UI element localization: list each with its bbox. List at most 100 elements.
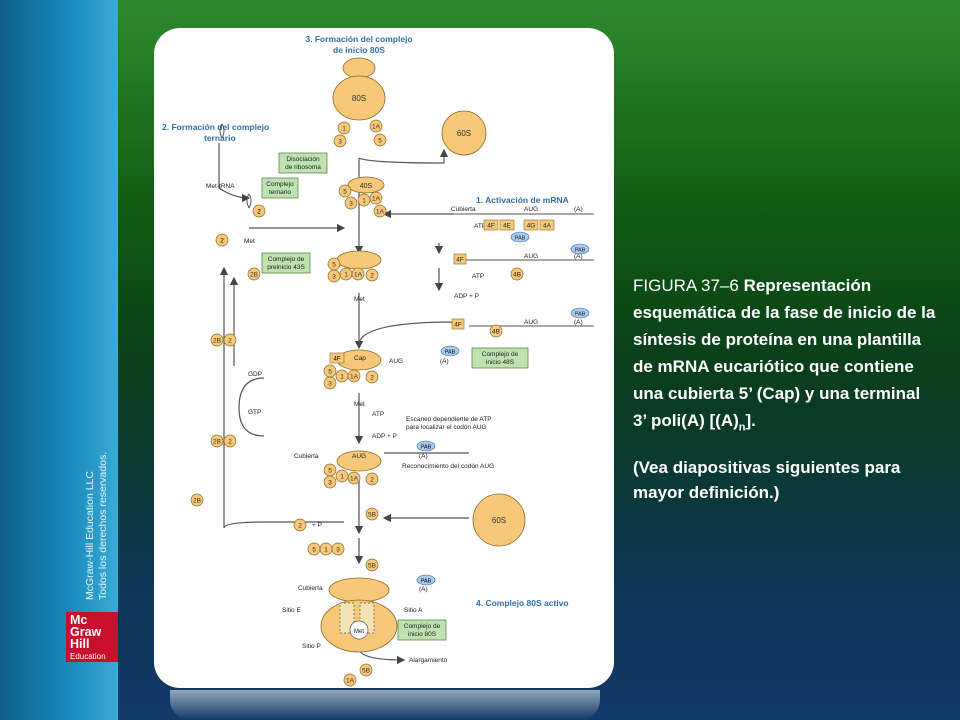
caption-label: FIGURA 37–6 [633, 276, 739, 295]
svg-text:Cubierta: Cubierta [451, 206, 476, 213]
step2-title-2: ternario [204, 133, 236, 143]
sitio-p: Sitio P [302, 643, 321, 650]
svg-text:Met: Met [354, 629, 364, 635]
svg-text:1A: 1A [346, 678, 355, 685]
svg-text:ATP: ATP [472, 273, 484, 280]
svg-text:1: 1 [340, 474, 344, 481]
copyright-line-2: Todos los derechos reservados. [97, 451, 109, 600]
svg-text:1A: 1A [350, 374, 359, 381]
step3-title-2: de inicio 80S [333, 45, 385, 55]
logo-line-4: Education [70, 652, 106, 661]
svg-text:inicio 80S: inicio 80S [408, 631, 437, 638]
svg-text:1: 1 [362, 198, 366, 205]
step3-title-1: 3. Formación del complejo [305, 34, 412, 44]
svg-text:PAB: PAB [515, 236, 526, 242]
caption-main: FIGURA 37–6 Representación esquemática d… [633, 272, 938, 441]
box-disociacion-2: de ribosoma [285, 164, 321, 171]
svg-text:PAB: PAB [421, 445, 432, 451]
caption-title-sub: n [738, 421, 746, 434]
svg-text:1: 1 [344, 272, 348, 279]
svg-text:5: 5 [332, 262, 336, 269]
svg-text:3: 3 [336, 547, 340, 554]
svg-text:4B: 4B [492, 329, 500, 336]
svg-text:Met: Met [354, 401, 365, 408]
copyright-text: McGraw-Hill Education LLC Todos los dere… [84, 452, 110, 600]
svg-text:5: 5 [328, 468, 332, 475]
svg-text:Complejo de: Complejo de [482, 351, 519, 358]
ribosome-60s-2: 60S [472, 493, 526, 547]
alargamiento: Alargamiento [409, 657, 448, 664]
svg-text:PAB: PAB [575, 312, 586, 318]
svg-text:preinicio 43S: preinicio 43S [267, 264, 305, 271]
initiation-diagram: 3. Formación del complejo de inicio 80S … [162, 34, 594, 687]
label-80s: 80S [352, 94, 366, 103]
svg-text:ATP: ATP [474, 223, 486, 230]
figure-panel: 3. Formación del complejo de inicio 80S … [154, 28, 614, 688]
svg-text:(A): (A) [574, 206, 583, 213]
svg-text:AUG: AUG [389, 358, 403, 365]
label-40s: 40S [360, 183, 373, 190]
gtp-label: GTP [248, 409, 261, 416]
svg-text:5: 5 [328, 369, 332, 376]
caption-title: Representación esquemática de la fase de… [633, 276, 936, 430]
svg-text:ADP + P: ADP + P [372, 433, 397, 440]
logo-line-1: Mc [70, 613, 88, 627]
svg-text:2: 2 [370, 477, 374, 484]
escaneo-text-2: para localizar el codón AUG [406, 424, 487, 431]
svg-text:inicio 48S: inicio 48S [486, 359, 515, 366]
svg-text:4A: 4A [543, 223, 552, 230]
svg-text:2: 2 [228, 338, 232, 345]
svg-text:3: 3 [328, 381, 332, 388]
svg-text:2: 2 [370, 273, 374, 280]
svg-text:2: 2 [220, 238, 224, 245]
svg-text:4F: 4F [333, 357, 340, 363]
svg-text:PAB: PAB [575, 248, 586, 254]
svg-text:2: 2 [370, 375, 374, 382]
svg-text:(A): (A) [574, 253, 583, 260]
svg-text:(A): (A) [440, 358, 449, 365]
svg-text:3: 3 [328, 480, 332, 487]
step4-title: 4. Complejo 80S activo [476, 598, 569, 608]
svg-text:1A: 1A [354, 272, 363, 279]
factor-1-top: 1 [342, 126, 346, 133]
escaneo-text-1: Escaneo dependiente de ATP [406, 416, 492, 423]
svg-text:Complejo de: Complejo de [404, 623, 441, 630]
complex-48s: 4F Cap AUG (A) PAB Complejo de inicio 48… [329, 345, 529, 371]
met-i-label-1: Met [244, 238, 255, 245]
label-60s-2: 60S [492, 516, 506, 525]
svg-text:+ P: + P [312, 522, 322, 529]
svg-text:1A: 1A [372, 196, 381, 203]
met-trna-label: Met-tRNA [206, 183, 235, 190]
sitio-a: Sitio A [404, 607, 423, 614]
svg-text:2: 2 [228, 439, 232, 446]
step2-title-1: 2. Formación del complejo [162, 122, 269, 132]
svg-text:4B: 4B [513, 272, 521, 279]
svg-text:4G: 4G [527, 223, 536, 230]
complex-43s: Complejo de preinicio 43S [261, 250, 382, 274]
copyright-line-1: McGraw-Hill Education LLC [84, 471, 96, 600]
svg-text:4F: 4F [456, 257, 464, 264]
ribosome-60s-1: 60S [441, 110, 487, 156]
factor-5-top: 5 [378, 138, 382, 145]
svg-text:5: 5 [312, 547, 316, 554]
label-60s-1: 60S [457, 129, 471, 138]
gdp-label: GDP [248, 371, 262, 378]
svg-text:AUG: AUG [352, 453, 366, 460]
ribosome-80s-top: 80S [332, 57, 386, 121]
svg-text:Complejo de: Complejo de [268, 256, 305, 263]
factor-3-top: 3 [338, 139, 342, 146]
svg-text:2B: 2B [250, 272, 258, 279]
sidebar: McGraw-Hill Education LLC Todos los dere… [0, 0, 118, 720]
svg-text:(A): (A) [574, 319, 583, 326]
figure-reflection [170, 690, 600, 720]
svg-text:Cubierta: Cubierta [298, 585, 323, 592]
svg-text:5B: 5B [368, 512, 376, 519]
svg-text:1: 1 [324, 547, 328, 554]
svg-text:Cubierta: Cubierta [294, 453, 319, 460]
svg-text:ATP: ATP [372, 411, 384, 418]
svg-text:2B: 2B [213, 439, 221, 446]
svg-text:2B: 2B [213, 338, 221, 345]
sitio-e: Sitio E [282, 607, 301, 614]
svg-text:2B: 2B [193, 498, 201, 505]
svg-text:1A: 1A [350, 476, 359, 483]
